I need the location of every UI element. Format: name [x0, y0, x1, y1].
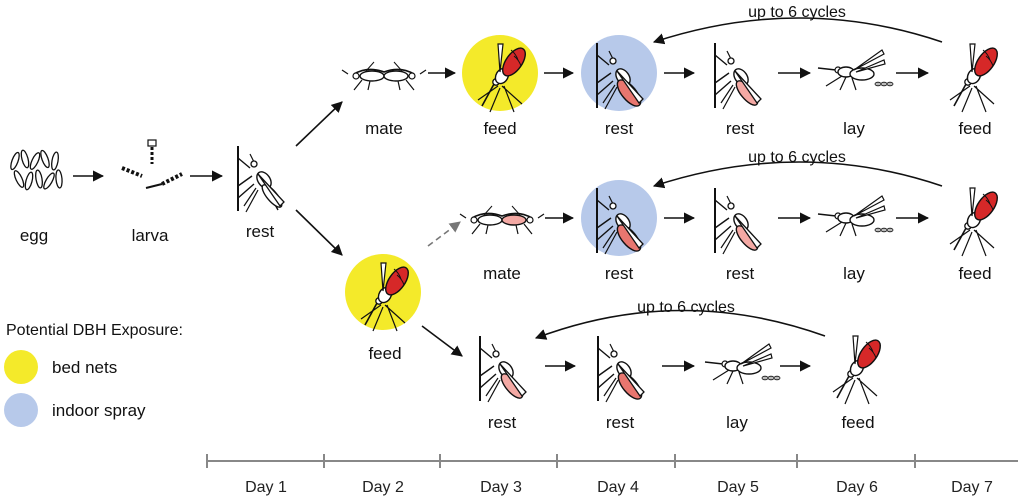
feed-icon — [949, 43, 1003, 113]
lay-label: lay — [843, 264, 865, 283]
mate-label: mate — [483, 264, 521, 283]
legend-bed-nets-swatch — [4, 350, 38, 384]
legend-indoor-spray-label: indoor spray — [52, 401, 146, 420]
rest-icon — [714, 42, 763, 110]
cycle-arrow — [652, 161, 943, 189]
legend-indoor-spray-swatch — [4, 393, 38, 427]
rest-icon — [479, 335, 528, 403]
feed-label: feed — [958, 119, 991, 138]
mate-icon — [341, 61, 427, 91]
dashed-arrow-feed-mate — [427, 221, 461, 247]
feed-label: feed — [958, 264, 991, 283]
arrow-rest-feed — [295, 209, 343, 256]
rest-label: rest — [605, 119, 634, 138]
lay-label: lay — [726, 413, 748, 432]
mate-icon — [459, 205, 545, 235]
feed-icon — [832, 335, 886, 405]
cycle-label: up to 6 cycles — [637, 299, 735, 316]
lay-icon — [817, 49, 894, 91]
rest-icon — [597, 335, 647, 404]
cycle-arrow — [534, 309, 826, 340]
day-axis — [206, 454, 1018, 468]
cycle-arrow — [652, 17, 943, 45]
feed-icon — [949, 187, 1003, 257]
day-label: Day 2 — [362, 479, 404, 496]
cycle-label: up to 6 cycles — [748, 149, 846, 166]
rest-label: rest — [726, 264, 755, 283]
day-label: Day 4 — [597, 479, 639, 496]
rest-label: rest — [606, 413, 635, 432]
arrow — [421, 325, 463, 357]
larva-label: larva — [132, 226, 169, 245]
rest-icon — [237, 145, 286, 213]
day-label: Day 5 — [717, 479, 759, 496]
mate-label: mate — [365, 119, 403, 138]
lay-icon — [817, 195, 894, 237]
egg-icon — [8, 148, 64, 192]
day-label: Day 7 — [951, 479, 993, 496]
cycle-label: up to 6 cycles — [748, 4, 846, 21]
day-label: Day 6 — [836, 479, 878, 496]
lay-label: lay — [843, 119, 865, 138]
arrow-rest-mate — [295, 101, 343, 147]
rest-icon — [714, 187, 763, 255]
day-label: Day 3 — [480, 479, 522, 496]
legend-bed-nets-label: bed nets — [52, 358, 117, 377]
rest-label: rest — [726, 119, 755, 138]
feed-label: feed — [841, 413, 874, 432]
lay-icon — [704, 343, 781, 385]
feed-label: feed — [483, 119, 516, 138]
rest-label: rest — [488, 413, 517, 432]
feed-label: feed — [368, 344, 401, 363]
rest-label: rest — [605, 264, 634, 283]
larva-icon — [120, 138, 184, 190]
legend-title: Potential DBH Exposure: — [6, 322, 183, 339]
day-label: Day 1 — [245, 479, 287, 496]
rest-label: rest — [246, 222, 275, 241]
egg-label: egg — [20, 226, 48, 245]
